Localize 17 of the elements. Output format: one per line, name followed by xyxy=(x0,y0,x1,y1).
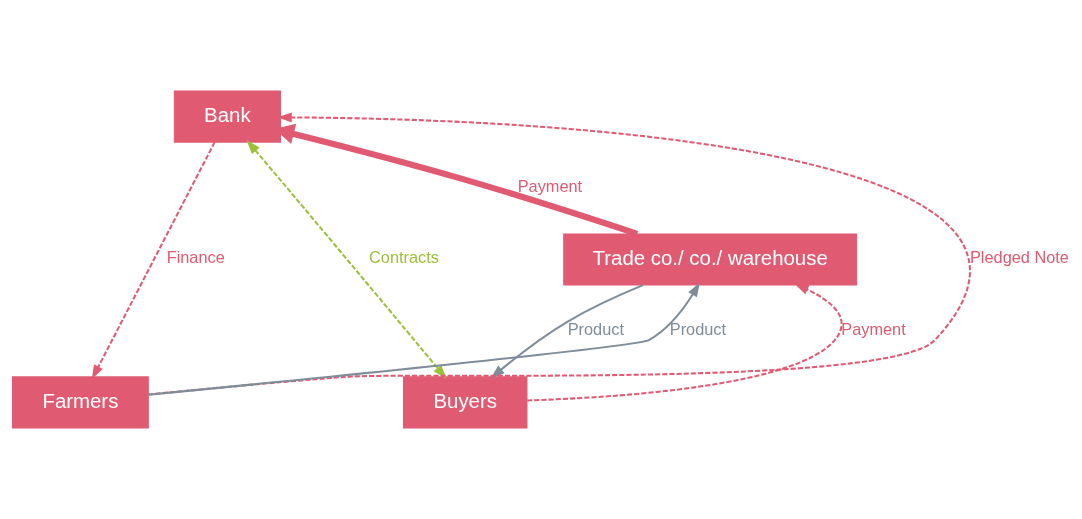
node-box: Buyers xyxy=(402,376,528,429)
edge-label: Payment xyxy=(517,176,583,195)
arrow xyxy=(490,284,644,379)
arrow xyxy=(91,141,216,380)
node-box: Trade co./ co./ warehouse xyxy=(563,233,858,286)
edge-label: Payment xyxy=(841,319,906,338)
edge-label: Contracts xyxy=(369,248,439,267)
edge-label: Finance xyxy=(166,248,225,267)
edge-label: Product xyxy=(669,319,727,338)
arrow xyxy=(148,112,968,396)
node-box: Bank xyxy=(173,90,281,143)
edge-label: Pledged Note xyxy=(969,248,1069,267)
arrow xyxy=(527,283,843,402)
edge-label: Product xyxy=(567,319,624,338)
node-box: Farmers xyxy=(12,376,149,429)
arrow xyxy=(246,139,447,379)
arrow xyxy=(148,282,700,396)
